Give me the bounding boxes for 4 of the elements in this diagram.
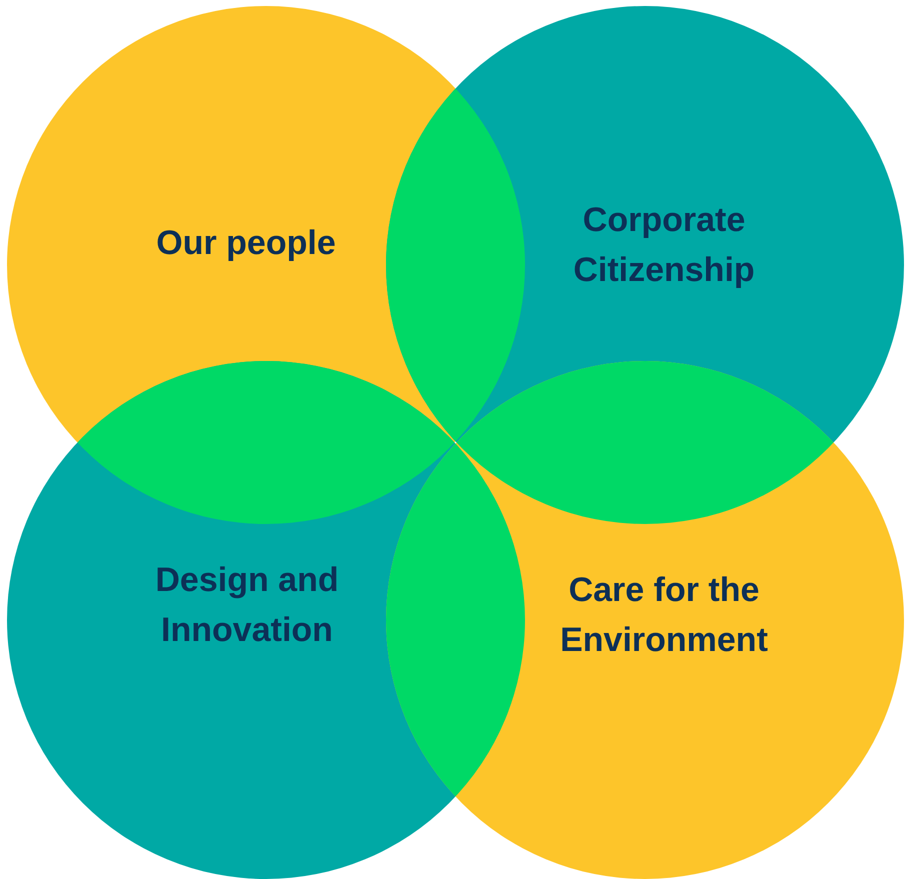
circle-label: Design and Innovation [97,555,397,655]
circle-label: Corporate Citizenship [514,195,814,295]
circle-label: Care for the Environment [514,565,814,665]
circle-label: Our people [96,218,396,268]
